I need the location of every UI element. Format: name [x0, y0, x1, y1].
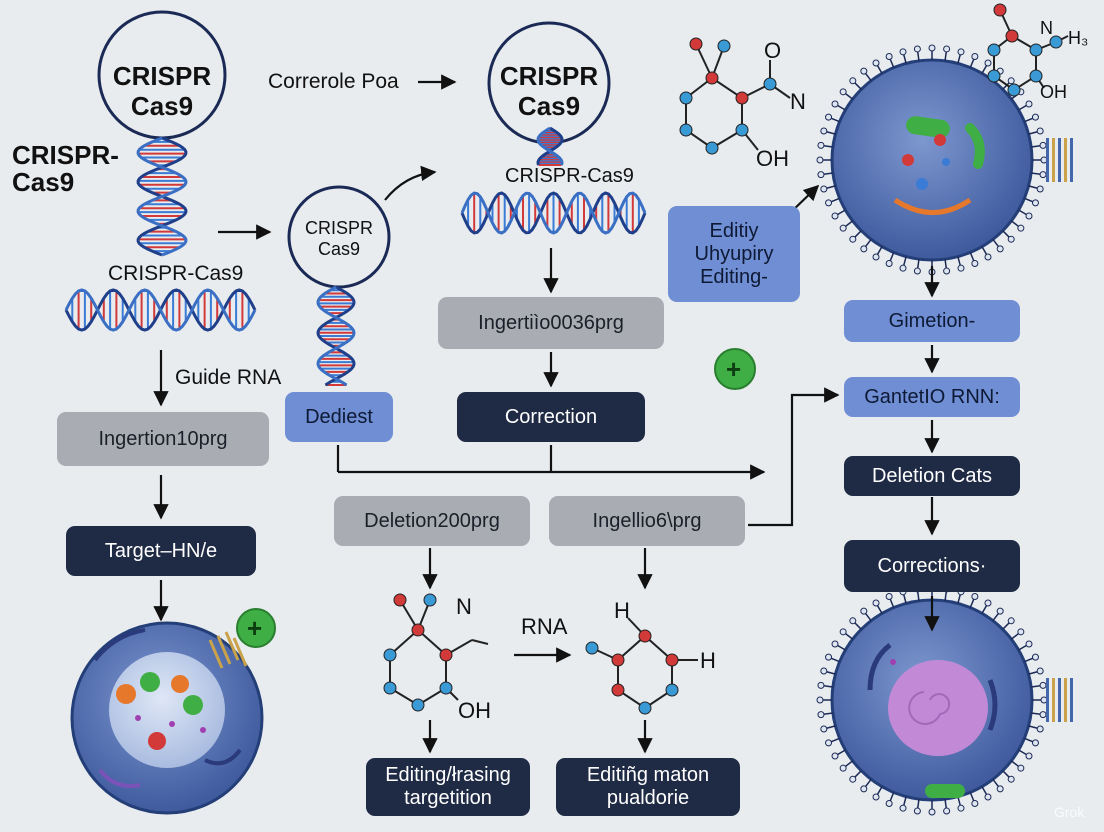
cell-bottom-left	[70, 621, 264, 815]
ingellio-box: Ingellio6\prg	[549, 496, 745, 546]
atom-oh-top: OH	[756, 146, 789, 171]
crispr-cas9-helix-label-1: CRISPR-Cas9	[108, 262, 244, 285]
atom-h2-bottom-right: H	[700, 648, 716, 673]
dna-helix	[64, 288, 257, 332]
atom-h-bottom-right: H	[614, 598, 630, 623]
deletion200prg-box: Deletion200prg	[334, 496, 530, 546]
cell-bottom-right	[816, 584, 1073, 816]
guide-rna-label: Guide RNA	[175, 366, 282, 389]
corrercle-poa-label: Correrole Poa	[268, 70, 399, 93]
dna-helix	[536, 126, 564, 166]
target-hnie-box: Target–HN/e	[66, 526, 256, 576]
atom-oh-bottom-middle: OH	[458, 698, 491, 723]
atom-h3-top-right: H₃	[1068, 28, 1089, 48]
plus-badge-middle	[714, 348, 756, 390]
dna-helix	[316, 285, 356, 387]
crispr-cas9-side-label: CRISPR- Cas9	[12, 140, 119, 198]
gimetion-box: Gimetion-	[844, 300, 1020, 342]
dna-helix	[136, 136, 188, 257]
dna-helices	[64, 126, 647, 387]
atom-n-top-right: N	[1040, 18, 1053, 38]
crispr-cas9-helix-label-2: CRISPR-Cas9	[505, 165, 634, 187]
watermark: Grok	[1054, 804, 1085, 820]
plus-icon-middle: +	[726, 354, 742, 384]
ingertion10prg-box: Ingertion10prg	[57, 412, 269, 466]
atom-o-top: O	[764, 38, 782, 63]
atom-n-top: N	[790, 89, 806, 114]
atom-n-bottom-middle: N	[456, 594, 472, 619]
molecule-bottom-middle	[389, 599, 489, 707]
dna-helix	[460, 191, 647, 235]
editing-erasing-box: Editing/łrasing targetition	[366, 758, 530, 816]
deletion-cats-box: Deletion Cats	[844, 456, 1020, 496]
rna-label: RNA	[521, 614, 568, 639]
correction-box: Correction	[457, 392, 645, 442]
cell-top-right	[816, 44, 1073, 276]
crispr-circle-3-label: CRISPR Cas9	[499, 61, 599, 121]
editing-maton-box: Editiñg maton pualdorie	[556, 758, 740, 816]
plus-badge-cell	[236, 608, 276, 648]
crispr-circle-2-label: CRISPR Cas9	[304, 218, 373, 259]
atom-oh-top-right: OH	[1040, 82, 1067, 102]
plus-icon-cell: +	[247, 613, 263, 643]
dediest-box: Dediest	[285, 392, 393, 442]
crispr-circle-1-label: CRISPR Cas9	[112, 61, 212, 121]
editiy-box: Editiy Uhyupiry Editing-	[668, 206, 800, 302]
corrections-box: Corrections·	[844, 540, 1020, 592]
gantetio-box: GantetIO RNN:	[844, 377, 1020, 417]
ingerti-box: Ingertiìo0036prg	[438, 297, 664, 349]
